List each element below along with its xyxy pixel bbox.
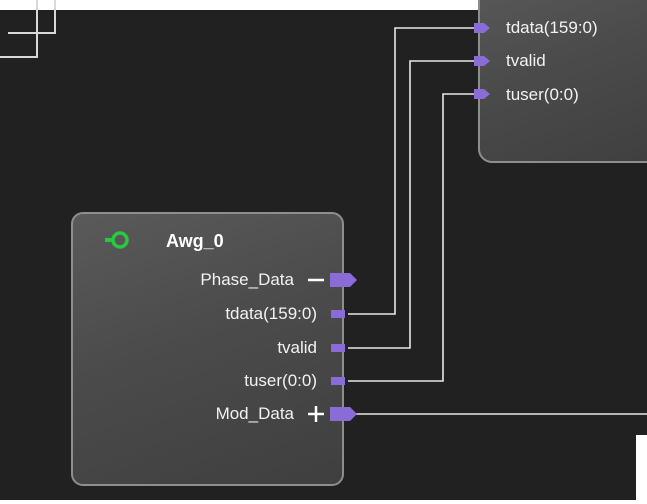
port-label-tvalid-out: tvalid <box>277 338 317 357</box>
port-pin-phase-data[interactable] <box>330 273 357 287</box>
port-pin-tdata-out[interactable] <box>331 310 345 318</box>
port-label-tdata-in: tdata(159:0) <box>506 18 598 37</box>
wire-tvalid[interactable] <box>348 60 474 349</box>
port-label-tvalid-in: tvalid <box>506 51 546 70</box>
expand-plus-icon[interactable] <box>308 406 324 422</box>
canvas-right-edge <box>636 435 647 504</box>
port-label-phase-data: Phase_Data <box>200 270 294 289</box>
port-pin-tdata-in[interactable] <box>474 23 490 33</box>
upstream-ip-block[interactable] <box>478 0 647 163</box>
port-label-mod-data: Mod_Data <box>215 404 294 423</box>
expander-glyphs <box>308 278 324 422</box>
canvas-top-edge <box>0 0 647 10</box>
port-label-tdata-out: tdata(159:0) <box>225 304 317 323</box>
net-wires <box>348 27 647 415</box>
canvas-bottom-edge <box>0 500 647 504</box>
wire-tdata[interactable] <box>348 27 474 315</box>
port-pin-mod-data[interactable] <box>330 407 357 421</box>
port-pin-tuser-in[interactable] <box>474 89 490 99</box>
clock-icon <box>105 231 129 249</box>
wire-tuser[interactable] <box>348 93 474 382</box>
awg-ports <box>330 273 357 421</box>
offscreen-block-outline <box>8 0 56 34</box>
awg-ip-block[interactable] <box>71 212 344 486</box>
port-label-tuser-in: tuser(0:0) <box>506 85 579 104</box>
port-pin-tvalid-in[interactable] <box>474 56 490 66</box>
block-title: Awg_0 <box>166 231 224 251</box>
port-pin-tvalid-out[interactable] <box>331 344 345 352</box>
port-label-tuser-out: tuser(0:0) <box>244 371 317 390</box>
upstream-ports <box>474 23 490 99</box>
port-pin-tuser-out[interactable] <box>331 377 345 385</box>
offscreen-block-outline <box>0 0 38 58</box>
